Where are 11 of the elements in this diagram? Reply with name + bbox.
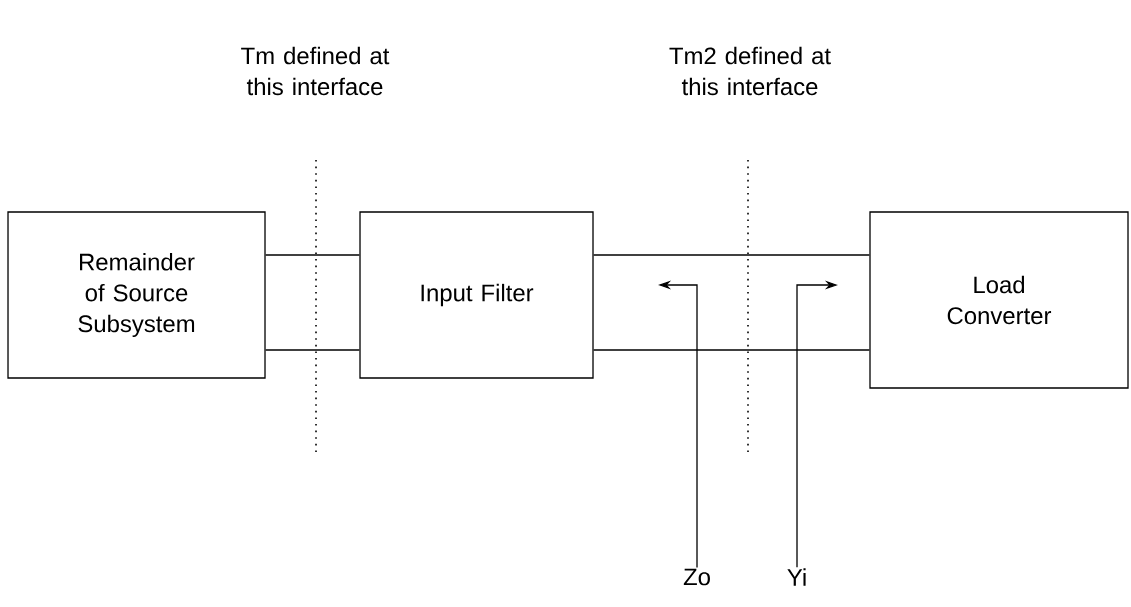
block-box: Input Filter — [359, 211, 594, 379]
block-box: Load Converter — [869, 211, 1129, 389]
impedance-label: Zo — [683, 568, 710, 586]
wire — [593, 349, 870, 351]
interface-note: Tm defined at this interface — [241, 46, 390, 96]
wire — [265, 254, 360, 256]
interface-note: Tm2 defined at this interface — [669, 46, 831, 96]
impedance-label: Yi — [787, 568, 806, 586]
block-box: Remainder of Source Subsystem — [7, 211, 266, 379]
wire — [265, 349, 360, 351]
wire — [593, 254, 870, 256]
